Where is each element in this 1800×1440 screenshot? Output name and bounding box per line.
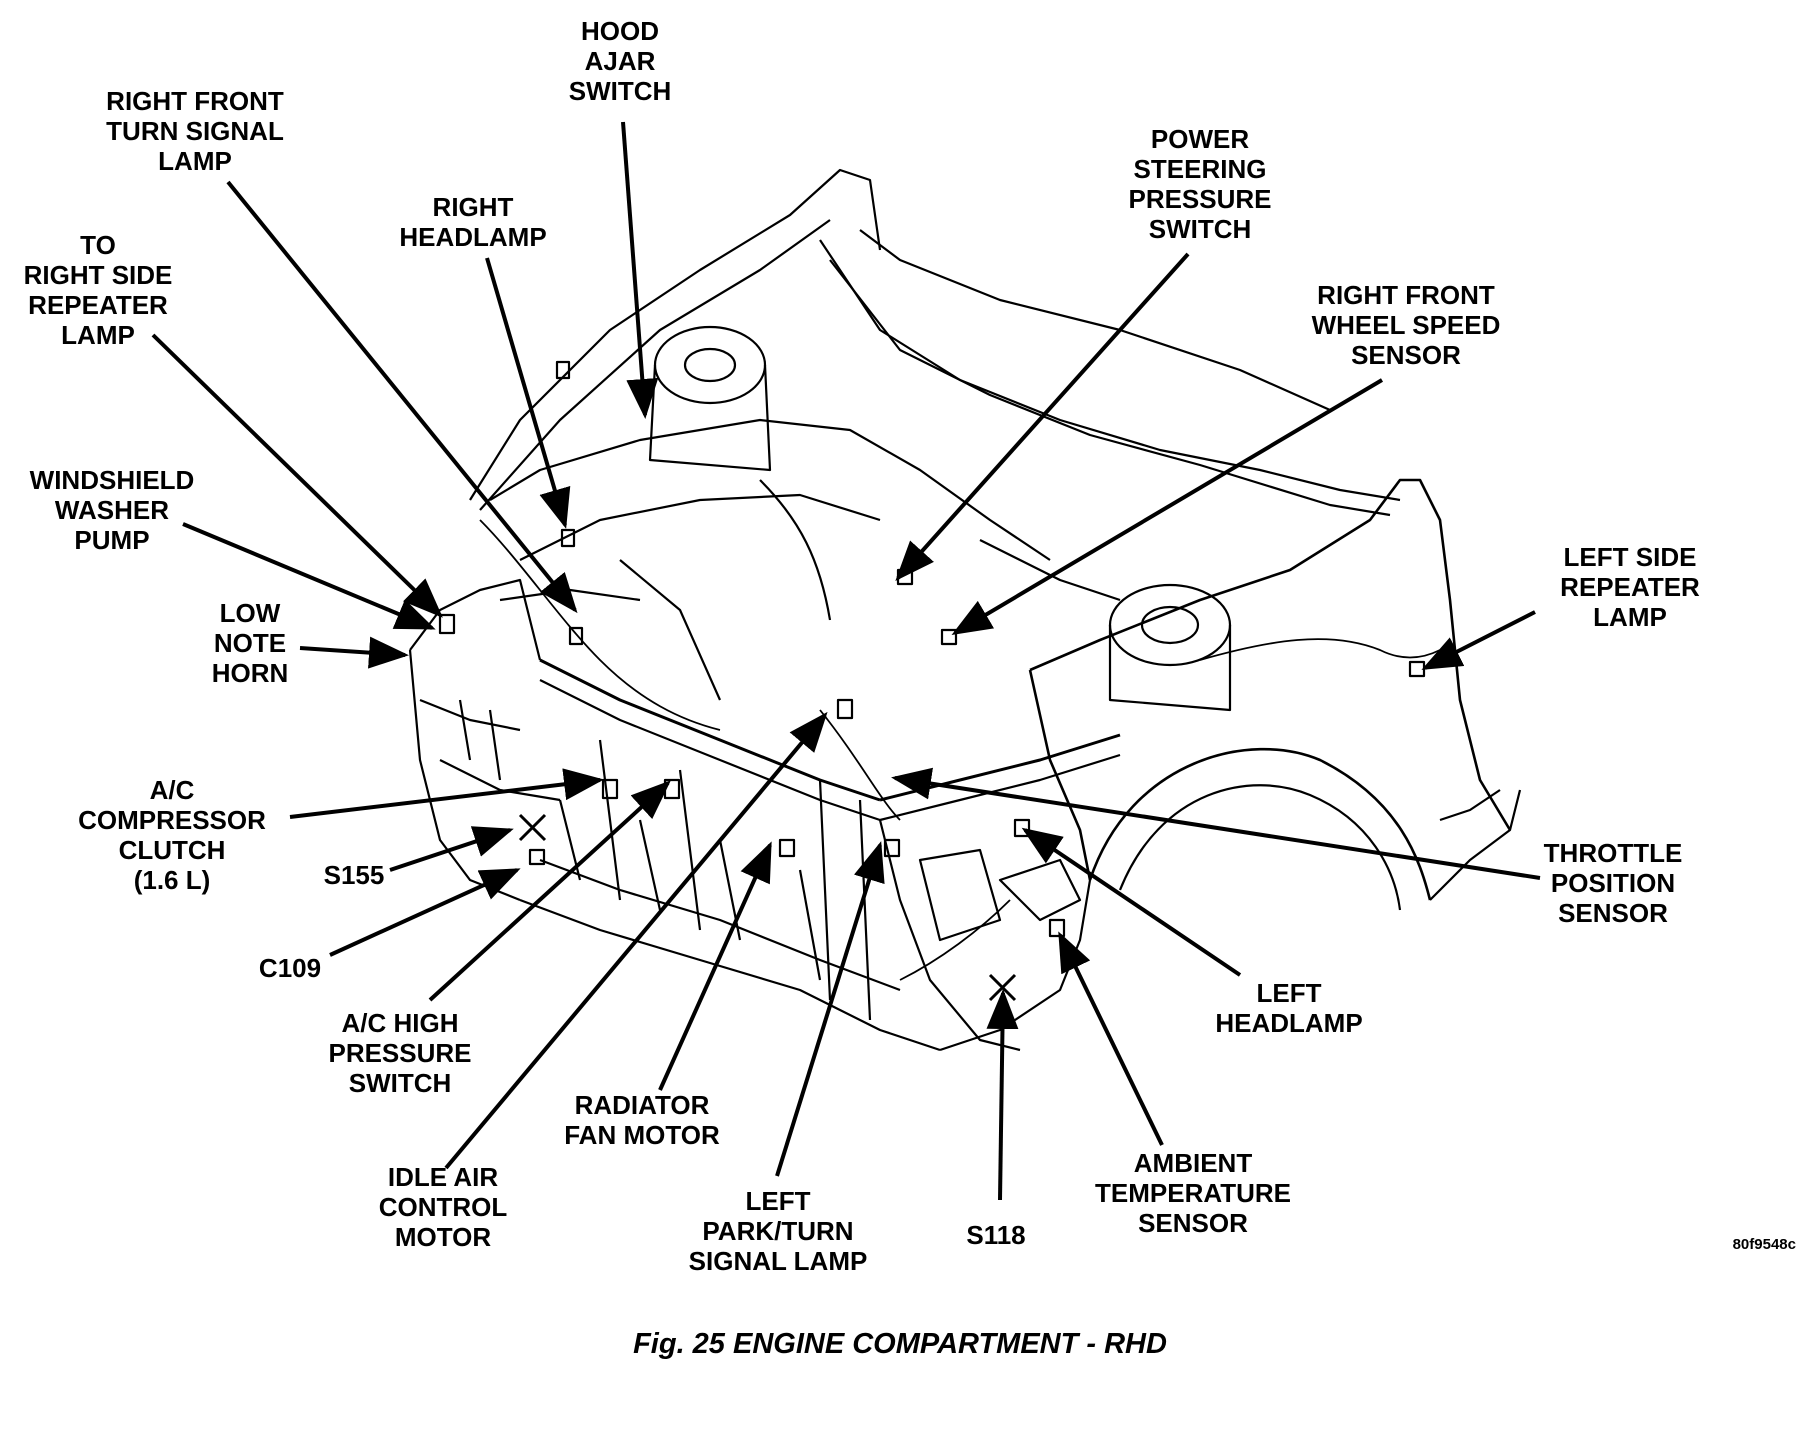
- label-right-headlamp: RIGHT HEADLAMP: [399, 192, 547, 252]
- figure-id: 80f9548c: [1732, 1236, 1796, 1253]
- label-radiator-fan-motor: RADIATOR FAN MOTOR: [564, 1090, 720, 1150]
- label-hood-ajar-switch: HOOD AJAR SWITCH: [568, 16, 672, 106]
- label-to-right-side-repeater-lamp: TO RIGHT SIDE REPEATER LAMP: [23, 230, 173, 350]
- label-ac-compressor-clutch: A/C COMPRESSOR CLUTCH (1.6 L): [78, 775, 266, 895]
- label-s155: S155: [323, 860, 385, 890]
- label-power-steering-pressure-switch: POWER STEERING PRESSURE SWITCH: [1128, 124, 1272, 244]
- label-left-side-repeater-lamp: LEFT SIDE REPEATER LAMP: [1560, 542, 1700, 632]
- label-right-front-turn-signal-lamp: RIGHT FRONT TURN SIGNAL LAMP: [106, 86, 284, 176]
- label-left-park-turn-signal-lamp: LEFT PARK/TURN SIGNAL LAMP: [688, 1186, 868, 1276]
- leader-lines: [151, 121, 1541, 1201]
- label-ambient-temperature-sensor: AMBIENT TEMPERATURE SENSOR: [1095, 1148, 1291, 1238]
- label-right-front-wheel-speed-sensor: RIGHT FRONT WHEEL SPEED SENSOR: [1311, 280, 1501, 370]
- label-low-note-horn: LOW NOTE HORN: [211, 598, 289, 688]
- label-ac-high-pressure-switch: A/C HIGH PRESSURE SWITCH: [328, 1008, 472, 1098]
- label-throttle-position-sensor: THROTTLE POSITION SENSOR: [1543, 838, 1683, 928]
- label-s118: S118: [966, 1220, 1026, 1250]
- label-left-headlamp: LEFT HEADLAMP: [1215, 978, 1363, 1038]
- label-idle-air-control-motor: IDLE AIR CONTROL MOTOR: [378, 1162, 508, 1252]
- label-windshield-washer-pump: WINDSHIELD WASHER PUMP: [29, 465, 195, 555]
- label-c109: C109: [258, 953, 322, 983]
- figure-caption: Fig. 25 ENGINE COMPARTMENT - RHD: [633, 1328, 1167, 1360]
